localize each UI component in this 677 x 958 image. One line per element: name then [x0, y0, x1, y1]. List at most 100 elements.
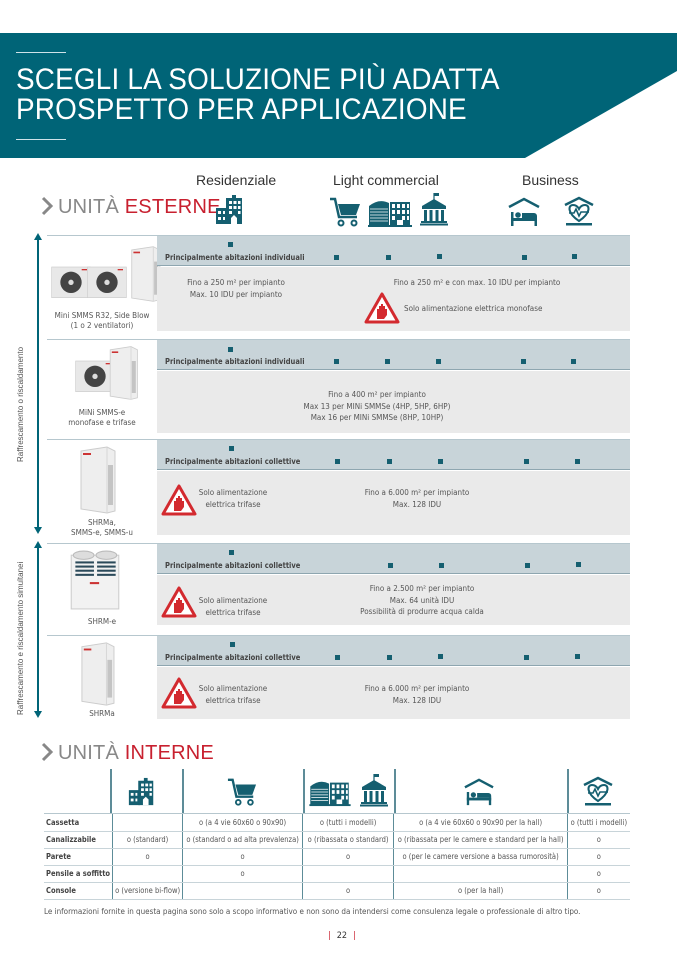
- applicable-marker: [229, 550, 234, 555]
- section-highlight: INTERNE: [124, 742, 214, 764]
- unit-type: Parete: [44, 848, 113, 866]
- axis-line-cooling-or-heating: [37, 238, 39, 530]
- table-cell: o (per le camere versione a bassa rumoro…: [393, 848, 568, 866]
- product-image: [105, 345, 141, 401]
- axis-label-simultaneous: Raffrescamento e riscaldamento simultane…: [16, 561, 25, 715]
- table-cell: [393, 865, 568, 883]
- applicable-marker: [387, 655, 392, 660]
- table-cell: [112, 814, 183, 832]
- column-divider: [394, 769, 396, 813]
- applicable-marker: [228, 242, 233, 247]
- applicable-marker: [335, 655, 340, 660]
- axis-label-cooling-or-heating: Raffrescamento o riscaldamento: [16, 346, 25, 462]
- header-banner: SCEGLI LA SOLUZIONE PIÙ ADATTA PROSPETTO…: [0, 33, 677, 158]
- warning-text: Solo alimentazione elettrica monofase: [404, 304, 543, 313]
- unit-type: Pensile a soffitto: [44, 865, 113, 883]
- applicable-marker: [437, 254, 442, 259]
- applicable-marker: [575, 459, 580, 464]
- table-cell: o: [302, 882, 394, 900]
- unit-type: Cassetta: [44, 814, 113, 832]
- table-cell: [302, 865, 394, 883]
- axis-arrow-down: [34, 711, 42, 718]
- applicable-marker: [525, 563, 530, 568]
- applicable-marker: [230, 642, 235, 647]
- page-number: | 22 |: [322, 931, 362, 941]
- applicable-marker: [385, 359, 390, 364]
- outdoor-row-shrma-smms: SHRMa,SMMS-e, SMMS-u Principalmente abit…: [47, 439, 630, 539]
- applicable-marker: [229, 446, 234, 451]
- section-indoor-units: UNITÀ INTERNE: [40, 742, 214, 765]
- table-cell: [112, 865, 183, 883]
- title-rule-top: [16, 52, 66, 53]
- applicable-marker: [572, 254, 577, 259]
- table-cell: o: [567, 831, 630, 849]
- title-rule-bottom: [16, 139, 66, 140]
- row-divider: [47, 543, 630, 544]
- page-separator: |: [328, 931, 331, 941]
- product-image: [69, 549, 121, 611]
- table-cell: o: [567, 865, 630, 883]
- table-cell: o: [182, 848, 303, 866]
- applicable-marker: [524, 459, 529, 464]
- banner-background: [0, 33, 677, 158]
- product-name: SHRMa: [89, 709, 115, 718]
- applicable-marker: [436, 359, 441, 364]
- apartment-building-icon: [214, 194, 246, 226]
- page-title-line1: SCEGLI LA SOLUZIONE PIÙ ADATTA: [16, 63, 500, 96]
- table-cell: o: [567, 882, 630, 900]
- apartment-building-icon: [127, 777, 157, 807]
- usage-header: Principalmente abitazioni individuali: [157, 236, 630, 266]
- table-cell: o (a 4 vie 60x60 o 90x90 per la hall): [393, 814, 568, 832]
- applicable-marker: [521, 359, 526, 364]
- product-name: Mini SMMS R32, Side Blow(1 o 2 ventilato…: [54, 311, 150, 330]
- applicable-marker: [334, 255, 339, 260]
- usage-label: Principalmente abitazioni individuali: [165, 253, 305, 262]
- category-business: Business: [522, 172, 579, 188]
- axis-arrow-up: [34, 233, 42, 240]
- outdoor-row-shrma: SHRMa Principalmente abitazioni colletti…: [47, 635, 630, 720]
- section-prefix: UNITÀ: [58, 196, 119, 218]
- page-title-line2: PROSPETTO PER APPLICAZIONE: [16, 93, 467, 126]
- row-divider: [47, 339, 630, 340]
- table-cell: o (tutti i modelli): [567, 814, 630, 832]
- page-separator: |: [353, 931, 356, 941]
- table-header-line: [44, 813, 630, 814]
- hotel-bed-icon: [508, 196, 540, 228]
- column-divider: [110, 769, 112, 813]
- applicable-marker: [388, 563, 393, 568]
- usage-label: Principalmente abitazioni collettive: [165, 561, 301, 570]
- row-divider: [47, 439, 630, 440]
- product-image: [75, 641, 119, 707]
- applicable-marker: [524, 655, 529, 660]
- healthcare-heart-icon: [582, 775, 614, 807]
- healthcare-heart-icon: [563, 195, 595, 227]
- disclaimer: Le informazioni fornite in questa pagina…: [44, 907, 581, 916]
- warning-hand-icon: [161, 484, 197, 516]
- hotel-bed-icon: [463, 777, 495, 807]
- applicable-marker: [576, 562, 581, 567]
- category-residenziale: Residenziale: [196, 172, 277, 188]
- warning-hand-icon: [161, 677, 197, 709]
- applicable-marker: [439, 563, 444, 568]
- table-cell: o (a 4 vie 60x60 o 90x90): [182, 814, 303, 832]
- applicable-marker: [575, 654, 580, 659]
- usage-header: Principalmente abitazioni individuali: [157, 340, 630, 370]
- applicable-marker: [438, 459, 443, 464]
- applicable-marker: [571, 359, 576, 364]
- page-number-value: 22: [336, 931, 348, 941]
- table-cell: o (tutti i modelli): [302, 814, 394, 832]
